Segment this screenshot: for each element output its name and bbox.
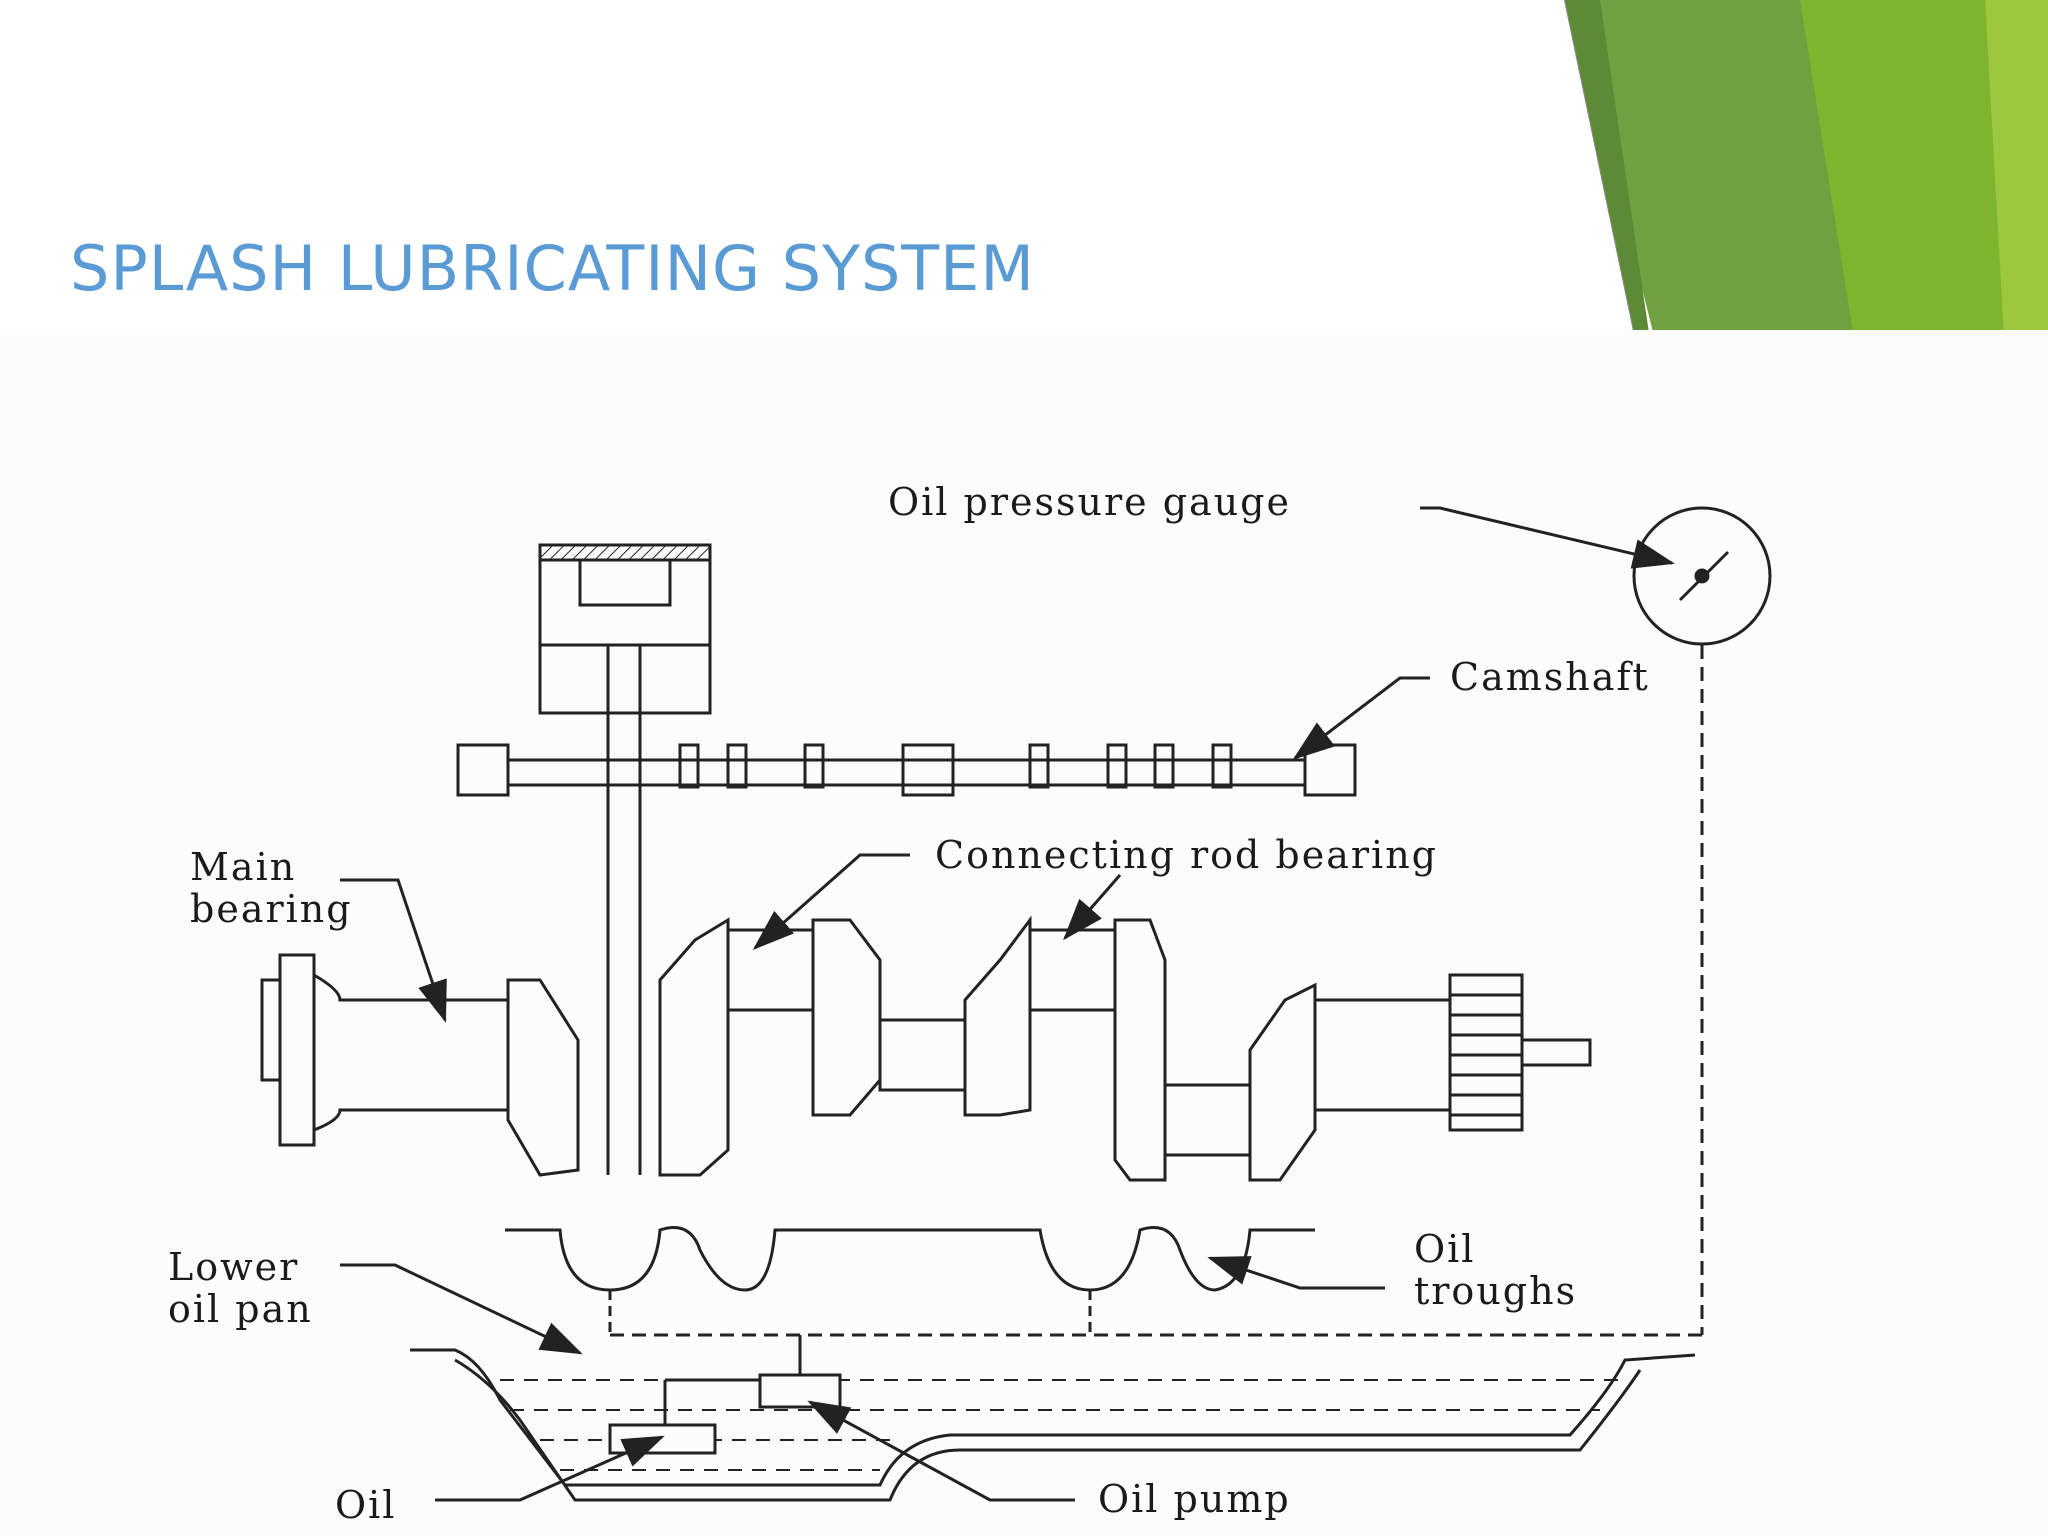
label-main-bearing-line1: Main (190, 845, 296, 889)
label-lower-oil-pan-line1: Lower (168, 1245, 299, 1289)
oil-troughs (505, 1226, 1702, 1337)
label-oil-troughs-line1: Oil (1414, 1227, 1475, 1271)
crankshaft (260, 915, 1592, 1182)
decorative-green-shapes (1564, 0, 2048, 409)
label-oil-pump: Oil pump (1098, 1477, 1291, 1521)
label-connecting-rod-bearing: Connecting rod bearing (935, 833, 1438, 877)
camshaft (456, 743, 1357, 797)
piston (538, 543, 712, 1175)
label-lower-oil-pan-line2: oil pan (168, 1287, 313, 1331)
lower-oil-pan (410, 1348, 1696, 1502)
label-camshaft: Camshaft (1450, 655, 1650, 699)
oil-pump (608, 1335, 842, 1455)
oil-pressure-gauge (1632, 506, 1772, 1335)
lubrication-diagram: Oil pressure gauge Camshaft Main bearing… (0, 330, 2048, 1536)
slide-title: SPLASH LUBRICATING SYSTEM (70, 232, 1035, 305)
label-main-bearing-line2: bearing (190, 887, 353, 931)
label-oil-partial: Oil (335, 1483, 396, 1527)
label-oil-troughs-line2: troughs (1414, 1269, 1577, 1313)
label-oil-pressure-gauge: Oil pressure gauge (888, 480, 1291, 524)
